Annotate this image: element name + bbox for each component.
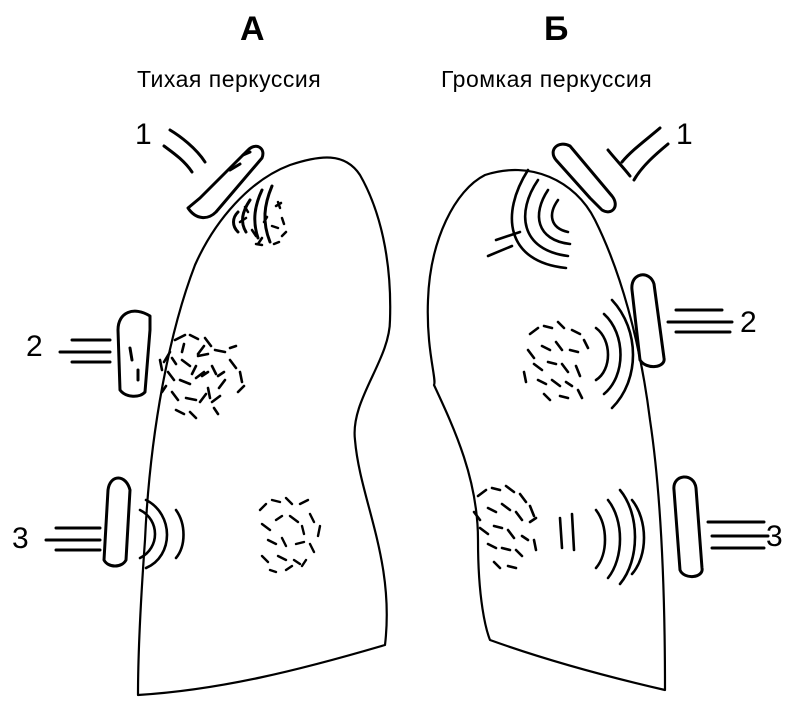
panel-b-letter: Б <box>544 10 569 48</box>
panel-a-letter: А <box>240 10 265 48</box>
b3-dull-zone <box>472 484 538 570</box>
b1-resonance-waves <box>486 168 572 270</box>
right-lung-outline <box>426 168 667 692</box>
finger-a2-icon <box>58 309 152 398</box>
b2-resonance-waves <box>594 298 635 410</box>
a3-resonance-waves <box>138 498 185 570</box>
left-lung-outline <box>136 156 392 697</box>
a1-stipple <box>238 200 288 247</box>
b3-resonance-waves <box>558 488 646 586</box>
finger-b3-icon <box>672 475 770 578</box>
marker-a3: 3 <box>12 522 29 555</box>
a1-dull-zone <box>232 184 274 244</box>
panel-b-caption: Громкая перкуссия <box>441 66 653 92</box>
b2-dull-zone <box>522 320 590 402</box>
marker-b3: 3 <box>766 520 783 553</box>
a2-dull-zone <box>158 333 246 420</box>
finger-a1-icon <box>162 128 265 219</box>
finger-a3-icon <box>44 476 132 568</box>
marker-a2: 2 <box>26 330 43 363</box>
marker-a1: 1 <box>135 118 152 151</box>
marker-b2: 2 <box>740 306 757 339</box>
a3-dull-zone <box>258 496 322 574</box>
finger-b1-icon <box>551 126 670 214</box>
panel-a-caption: Тихая перкуссия <box>137 66 322 92</box>
marker-b1: 1 <box>676 118 693 151</box>
finger-b2-icon <box>630 273 734 368</box>
